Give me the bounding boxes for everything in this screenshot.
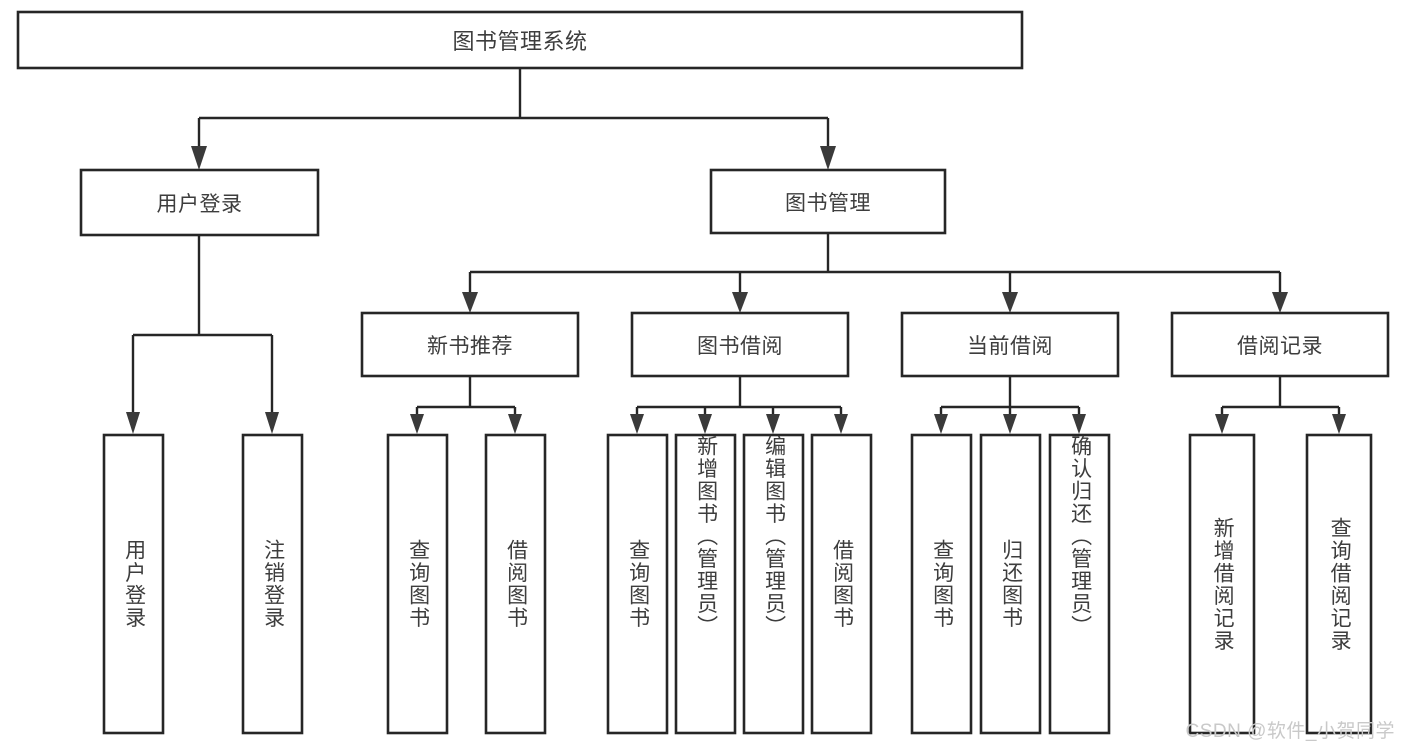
node-box-new-book-recommend[interactable] xyxy=(360,311,580,378)
node-box-leaf-add-book[interactable] xyxy=(674,433,737,735)
arrow-head-icon xyxy=(820,146,836,170)
arrow-head-icon xyxy=(1215,414,1229,434)
arrow-head-icon xyxy=(1272,292,1288,313)
node-box-leaf-edit-book[interactable] xyxy=(742,433,805,735)
node-box-leaf-confirm-return[interactable] xyxy=(1048,433,1111,735)
arrow-head-icon xyxy=(508,414,522,434)
connector-group-new-book-recommend xyxy=(410,376,522,434)
connector-group-borrow-record xyxy=(1215,376,1346,434)
arrow-head-icon xyxy=(1332,414,1346,434)
node-box-leaf-borrow-book-2[interactable] xyxy=(810,433,873,735)
arrow-head-icon xyxy=(126,412,140,434)
node-box-book-management[interactable] xyxy=(709,168,947,235)
arrow-head-icon xyxy=(934,414,948,434)
connector-group-book-borrow xyxy=(630,376,848,434)
node-box-leaf-query-book-3[interactable] xyxy=(910,433,973,735)
arrow-head-icon xyxy=(630,414,644,434)
node-box-leaf-add-record[interactable] xyxy=(1188,433,1256,735)
node-box-leaf-query-book-2[interactable] xyxy=(606,433,669,735)
node-box-book-borrow[interactable] xyxy=(630,311,850,378)
node-box-leaf-borrow-book-1[interactable] xyxy=(484,433,547,735)
arrow-head-icon xyxy=(1003,414,1017,434)
arrow-head-icon xyxy=(1002,292,1018,313)
node-box-leaf-query-book-1[interactable] xyxy=(386,433,449,735)
node-box-leaf-logout-login[interactable] xyxy=(241,433,304,735)
arrow-head-icon xyxy=(1072,414,1086,434)
node-box-leaf-query-record[interactable] xyxy=(1305,433,1373,735)
node-box-leaf-return-book[interactable] xyxy=(979,433,1042,735)
connector-group-user-login xyxy=(126,235,279,434)
arrow-head-icon xyxy=(191,146,207,170)
node-box-current-borrow[interactable] xyxy=(900,311,1120,378)
arrow-head-icon xyxy=(698,414,712,434)
connector-group-current-borrow xyxy=(934,376,1086,434)
arrow-head-icon xyxy=(766,414,780,434)
node-box-leaf-user-login[interactable] xyxy=(102,433,165,735)
watermark-text: CSDN @软件_小贺同学 xyxy=(1185,721,1395,742)
connector-group-root xyxy=(191,68,836,170)
node-box-user-login[interactable] xyxy=(79,168,320,237)
arrow-head-icon xyxy=(462,292,478,313)
arrow-head-icon xyxy=(732,292,748,313)
connector-group-book-management xyxy=(462,233,1288,313)
node-box-borrow-record[interactable] xyxy=(1170,311,1390,378)
arrow-head-icon xyxy=(265,412,279,434)
node-box-root[interactable] xyxy=(16,10,1024,70)
arrow-head-icon xyxy=(410,414,424,434)
arrow-head-icon xyxy=(834,414,848,434)
